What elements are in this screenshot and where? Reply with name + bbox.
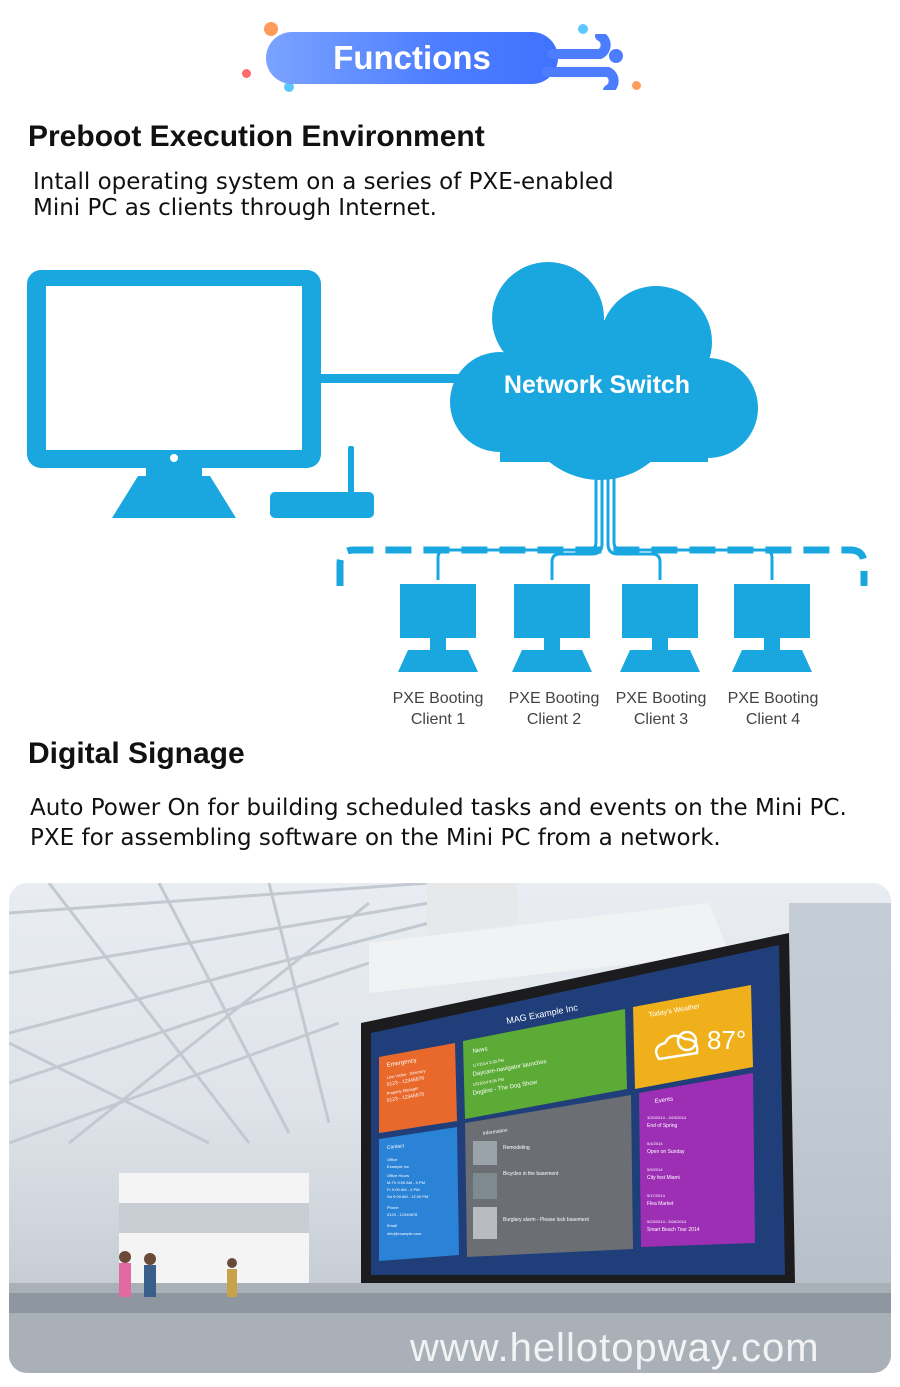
signage-photo: 87° MAG Example Inc Emergency Lost Visit…	[9, 883, 891, 1373]
event2-date: 5/4/2014	[647, 1141, 663, 1146]
decor-dot	[632, 81, 641, 90]
emergency-line3: Property Manager	[386, 1085, 419, 1096]
pxe-description-line1: Intall operating system on a series of P…	[33, 169, 614, 195]
info-thumb-1	[473, 1141, 497, 1165]
glass-wall	[789, 903, 891, 1303]
contact-phone-label: Phone	[387, 1205, 399, 1210]
client-label-2: PXE Booting Client 2	[499, 688, 609, 730]
info-thumb-3	[473, 1207, 497, 1239]
info-thumb-2	[473, 1173, 497, 1199]
client-label-3-line2: Client 3	[633, 711, 689, 728]
pxe-description-line2: Mini PC as clients through Internet.	[33, 195, 437, 221]
ceiling-truss	[9, 883, 430, 1145]
client-monitor-icon-3	[620, 584, 700, 672]
client-label-1-line1: PXE Booting	[392, 690, 484, 707]
tile-emergency	[379, 1043, 457, 1133]
tile-information	[465, 1095, 633, 1257]
event2: Open on Sunday	[647, 1149, 685, 1155]
people	[119, 1251, 237, 1297]
event4: Flea Market	[647, 1201, 674, 1207]
client-label-2-line1: PXE Booting	[508, 690, 600, 707]
signage-heading: Digital Signage	[28, 737, 245, 770]
contact-title: Contact	[387, 1143, 405, 1151]
sign-housing	[369, 903, 729, 993]
decor-dot	[284, 82, 294, 92]
event1: End of Spring	[647, 1123, 678, 1129]
client-label-3-line1: PXE Booting	[615, 690, 707, 707]
event1-date: 3/20/2014 - 3/23/2014	[647, 1115, 687, 1120]
server-link-line	[320, 374, 470, 383]
tile-contact	[379, 1127, 459, 1261]
network-bus-dashed	[336, 546, 868, 586]
client-monitor-icon-1	[398, 584, 478, 672]
functions-banner: Functions	[236, 14, 646, 98]
news-date2: 1/5/2014 6:05 PM	[472, 1077, 504, 1087]
emergency-title: Emergency	[386, 1058, 417, 1069]
client-label-4-line2: Client 4	[745, 711, 801, 728]
contact-hours: Office Hours	[387, 1173, 409, 1178]
client-label-2-line2: Client 2	[526, 711, 582, 728]
weather-temp: 87°	[707, 1025, 746, 1055]
client-label-4-line1: PXE Booting	[727, 690, 819, 707]
router-icon	[270, 446, 374, 518]
contact-h1: M-Th 9:00 AM - 5 PM	[387, 1180, 425, 1185]
client-label-3: PXE Booting Client 3	[606, 688, 716, 730]
watermark: www.hellotopway.com	[410, 1326, 820, 1370]
info-title: Information	[482, 1128, 508, 1137]
contact-phone: 0123 - 12345678	[387, 1212, 418, 1217]
decor-dot	[242, 69, 251, 78]
network-switch-label: Network Switch	[504, 371, 690, 399]
client-monitor-icon-2	[512, 584, 592, 672]
tile-events	[639, 1073, 755, 1247]
network-switch-cloud-icon	[450, 262, 758, 480]
event5: Smart Beach Tour 2014	[647, 1227, 700, 1233]
banner-title: Functions	[333, 39, 491, 76]
info-item2: Bicycles in the basement	[503, 1171, 559, 1177]
client-label-4: PXE Booting Client 4	[718, 688, 828, 730]
contact-h2: Fr 9:00 AM - 4 PM	[387, 1187, 419, 1192]
client-monitor-icon-4	[732, 584, 812, 672]
tile-weather	[633, 985, 753, 1089]
event4-date: 5/17/2014	[647, 1193, 666, 1198]
contact-office: Office	[387, 1157, 398, 1162]
contact-h3: Sa 9:00 AM - 12:00 PM	[387, 1194, 428, 1199]
contact-company: Example Inc	[387, 1164, 409, 1169]
decor-dot	[578, 24, 588, 34]
signage-description-line2: PXE for assembling software on the Mini …	[30, 825, 721, 851]
client-label-1: PXE Booting Client 1	[383, 688, 493, 730]
decor-dot	[264, 22, 278, 36]
contact-email-label: Email	[387, 1223, 397, 1228]
banner-swoosh-icon	[542, 34, 623, 90]
tile-news	[463, 1009, 627, 1119]
event3: City fest Miami	[647, 1175, 680, 1181]
news-date1: 1/7/2014 3:30 PM	[472, 1058, 504, 1068]
banner-pill	[266, 32, 558, 84]
event3-date: 5/9/2014	[647, 1167, 663, 1172]
client-label-1-line2: Client 1	[410, 711, 466, 728]
news-title: News	[472, 1046, 488, 1055]
event5-date: 5/23/2014 - 5/26/2014	[647, 1219, 687, 1224]
info-item3: Burglary alarm - Please lock basement	[503, 1217, 589, 1223]
pxe-network-diagram: Network Switch	[0, 250, 900, 740]
signage-description-line1: Auto Power On for building scheduled tas…	[30, 795, 847, 821]
info-item1: Remodeling	[503, 1145, 530, 1151]
pxe-heading: Preboot Execution Environment	[28, 120, 485, 153]
contact-email: info@example.com	[387, 1231, 422, 1236]
server-monitor-icon	[27, 270, 321, 518]
weather-sun-cloud-icon	[654, 1030, 699, 1061]
events-title: Events	[654, 1096, 673, 1104]
emergency-line1: Lost Visitor - Directory	[386, 1068, 426, 1080]
